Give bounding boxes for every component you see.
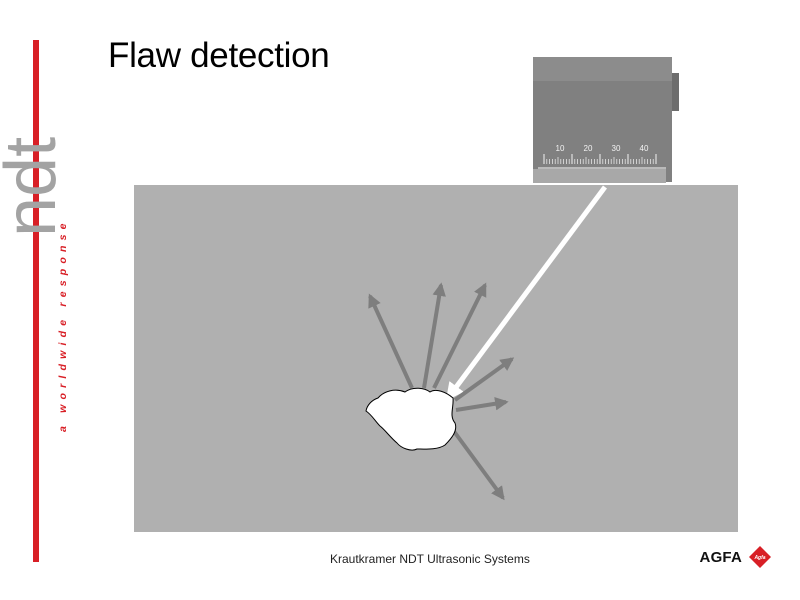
slide-title: Flaw detection bbox=[108, 36, 330, 75]
footer-brand: AGFA Agfa bbox=[700, 545, 772, 569]
arrow-icon bbox=[453, 357, 515, 402]
arrow-icon bbox=[368, 293, 414, 389]
arrow-icon bbox=[432, 282, 487, 389]
agfa-logo-icon: Agfa bbox=[749, 546, 771, 568]
arrow-icon bbox=[451, 428, 505, 501]
flaw-icon bbox=[365, 387, 457, 451]
scale-mark: 30 bbox=[612, 144, 621, 153]
bar-gap bbox=[40, 98, 46, 238]
agfa-logo-small-text: Agfa bbox=[753, 555, 765, 561]
scale-mark: 40 bbox=[640, 144, 649, 153]
ndt-logo-text: ndt bbox=[0, 137, 71, 237]
probe-scale: 10 20 30 40 bbox=[543, 144, 657, 164]
scale-ticks bbox=[543, 154, 657, 164]
arrow-icon bbox=[455, 397, 509, 412]
tagline-text: a worldwide response bbox=[57, 218, 69, 432]
left-brand-strip: ndt a worldwide response bbox=[0, 40, 71, 562]
scale-mark: 10 bbox=[556, 144, 565, 153]
probe-icon bbox=[533, 57, 679, 183]
incident-beam-arrow bbox=[445, 185, 608, 401]
scale-mark: 20 bbox=[584, 144, 593, 153]
red-vertical-bar bbox=[33, 40, 39, 562]
footer-brand-text: AGFA bbox=[699, 548, 742, 566]
arrow-icon bbox=[422, 282, 446, 389]
footer-company: Krautkramer NDT Ultrasonic Systems bbox=[330, 552, 530, 566]
test-specimen bbox=[134, 185, 738, 532]
scattered-wave-arrows bbox=[368, 282, 515, 501]
